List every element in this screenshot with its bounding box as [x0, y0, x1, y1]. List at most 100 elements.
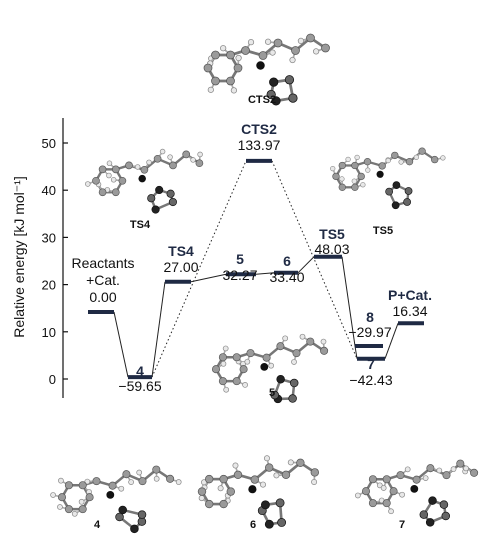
carbon-atom [226, 76, 235, 86]
hydrogen-atom [264, 38, 272, 45]
hydrogen-atom [242, 382, 248, 388]
hydrogen-atom [422, 475, 429, 481]
carbon-atom [351, 161, 359, 170]
carbon-atom [111, 165, 120, 174]
carbon-atom [195, 159, 204, 168]
hydrogen-atom [58, 477, 64, 484]
ring-atom [404, 187, 413, 195]
hydrogen-atom [463, 465, 469, 472]
hydrogen-atom [159, 148, 166, 155]
carbon-atom [92, 176, 100, 185]
hydrogen-atom [385, 157, 391, 164]
metal-atom [410, 484, 419, 493]
ring-atom [385, 187, 394, 196]
hydrogen-atom [330, 166, 336, 172]
connector-solid [341, 256, 356, 347]
molecule-label-ts5: TS5 [373, 225, 393, 237]
carbon-atom [98, 165, 107, 174]
hydrogen-atom [247, 39, 255, 46]
y-axis-label: Relative energy [kJ mol⁻¹] [11, 176, 27, 337]
hydrogen-atom [175, 479, 182, 485]
carbon-atom [338, 183, 346, 191]
hydrogen-atom [110, 177, 117, 183]
molecule-label-ts4: TS4 [130, 219, 151, 231]
connector-solid [255, 272, 275, 275]
hydrogen-atom [235, 54, 242, 62]
carbon-atom [382, 475, 391, 484]
carbon-atom [262, 353, 271, 362]
y-tick-label: 0 [49, 372, 56, 387]
metal-atom [260, 362, 269, 371]
hydrogen-atom [106, 160, 113, 167]
hydrogen-atom [207, 86, 214, 93]
carbon-atom [412, 475, 421, 484]
carbon-atom [182, 150, 191, 159]
carbon-atom [226, 50, 235, 60]
ring-atom [392, 181, 401, 190]
hydrogen-atom [354, 492, 361, 499]
ring-atom [441, 511, 451, 521]
carbon-atom [219, 474, 228, 484]
level-value-4: −59.65 [118, 378, 161, 394]
carbon-atom [291, 46, 300, 55]
carbon-atom [232, 353, 241, 362]
carbon-atom [239, 365, 248, 374]
level-name-reactants: Reactants [71, 255, 134, 271]
carbon-atom [296, 458, 305, 467]
carbon-atom [273, 38, 283, 48]
carbon-atom [351, 183, 359, 191]
carbon-atom [363, 158, 372, 166]
hydrogen-atom [269, 49, 276, 56]
hydrogen-atom [118, 485, 125, 492]
carbon-atom [368, 475, 377, 484]
hydrogen-atom [440, 155, 446, 161]
level-name-pcat: P+Cat. [388, 287, 432, 303]
hydrogen-atom [71, 510, 78, 517]
ring-atom [130, 524, 139, 534]
ring-atom [288, 394, 297, 403]
metal-atom [256, 61, 265, 70]
ring-atom [284, 75, 295, 85]
level-name-7: 7 [367, 356, 375, 372]
y-tick-label: 50 [42, 136, 56, 151]
metal-atom [138, 174, 146, 183]
hydrogen-atom [436, 467, 443, 474]
ring-atom [391, 201, 400, 210]
energy-levels [88, 158, 424, 380]
ring-atom [271, 96, 281, 106]
hydrogen-atom [339, 176, 345, 182]
level-name-5: 5 [236, 251, 244, 267]
ring-atom [115, 512, 124, 522]
y-tick-label: 30 [42, 230, 56, 245]
level-value-ts4: 27.00 [163, 259, 198, 275]
molecule-ts4 [85, 148, 204, 214]
hydrogen-atom [190, 157, 196, 163]
ring-atom [260, 500, 270, 510]
hydrogen-atom [360, 182, 366, 188]
carbon-atom [203, 63, 213, 73]
carbon-atom [153, 154, 162, 163]
carbon-atom [204, 499, 214, 509]
carbon-atom [108, 481, 117, 490]
carbon-atom [219, 499, 228, 509]
carbon-atom [92, 477, 101, 486]
ring-atom [276, 374, 285, 384]
ring-atom [155, 185, 164, 195]
carbon-atom [418, 147, 426, 155]
carbon-atom [138, 477, 147, 486]
hydrogen-atom [197, 151, 203, 158]
hydrogen-atom [244, 358, 251, 365]
hydrogen-atom [50, 492, 56, 498]
carbon-atom [111, 188, 120, 197]
hydrogen-atom [128, 479, 134, 485]
level-value-5: 32.27 [222, 267, 257, 283]
carbon-atom [321, 43, 330, 53]
molecule-6 [197, 455, 320, 529]
carbon-atom [211, 50, 220, 60]
carbon-atom [125, 161, 133, 170]
hydrogen-atom [136, 469, 143, 476]
hydrogen-atom [260, 481, 267, 488]
carbon-atom [265, 463, 274, 472]
